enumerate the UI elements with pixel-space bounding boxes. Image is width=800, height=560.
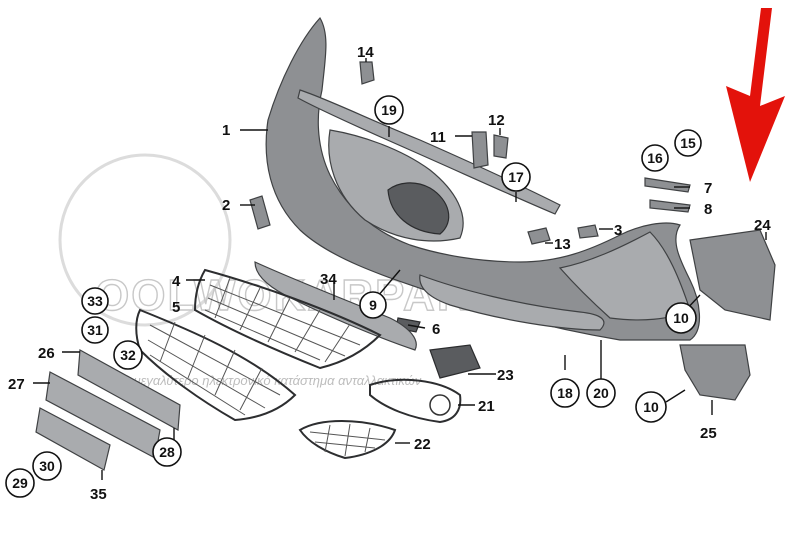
label-24: 24 — [754, 217, 771, 234]
circled-label-28: 28 — [152, 437, 182, 467]
leader-lines — [33, 58, 767, 480]
circled-label-17: 17 — [501, 162, 531, 192]
svg-text:28: 28 — [159, 444, 175, 460]
circled-label-9: 9 — [359, 291, 387, 319]
bracket-25 — [679, 344, 751, 401]
svg-text:33: 33 — [87, 293, 103, 309]
circled-label-15: 15 — [674, 129, 702, 157]
svg-text:10: 10 — [673, 310, 689, 326]
svg-text:17: 17 — [508, 169, 524, 185]
red-down-arrow-icon — [726, 8, 785, 182]
circled-label-16: 16 — [641, 144, 669, 172]
plate-35 — [35, 407, 111, 471]
label-6: 6 — [432, 321, 440, 338]
grille-23 — [429, 344, 481, 379]
plate-26 — [77, 349, 181, 431]
circled-label-19: 19 — [374, 95, 404, 125]
grille-21 — [369, 378, 462, 424]
label-7: 7 — [704, 180, 712, 197]
circled-label-20: 20 — [586, 378, 616, 408]
part-2 — [249, 195, 271, 230]
label-11: 11 — [430, 129, 446, 146]
svg-text:16: 16 — [647, 150, 663, 166]
label-22: 22 — [414, 436, 431, 453]
label-26: 26 — [38, 345, 55, 362]
bracket-11 — [471, 131, 489, 169]
circled-label-31: 31 — [81, 316, 109, 344]
svg-text:18: 18 — [557, 385, 573, 401]
part-3 — [577, 224, 599, 239]
upper-trim-strip — [297, 89, 561, 215]
part-7 — [644, 177, 691, 193]
label-1: 1 — [222, 122, 230, 139]
svg-text:10: 10 — [643, 399, 659, 415]
svg-text:9: 9 — [369, 297, 377, 313]
trim-strip-34 — [254, 261, 417, 351]
grille-22 — [298, 420, 397, 460]
svg-text:32: 32 — [120, 347, 136, 363]
circled-label-30: 30 — [32, 451, 62, 481]
svg-text:30: 30 — [39, 458, 55, 474]
svg-text:15: 15 — [680, 135, 696, 151]
label-12: 12 — [488, 112, 505, 129]
circled-label-29: 29 — [5, 468, 35, 498]
label-3: 3 — [614, 222, 622, 239]
watermark-tagline: το μεγαλύτερο ηλεκτρονικό κατάστημα αντα… — [118, 373, 422, 388]
front-bumper — [265, 16, 701, 341]
grille-4 — [193, 268, 382, 370]
label-27: 27 — [8, 376, 25, 393]
label-35: 35 — [90, 486, 107, 503]
circled-label-10a: 10 — [665, 302, 697, 334]
label-25: 25 — [700, 425, 717, 442]
bracket-14 — [359, 61, 375, 85]
label-2: 2 — [222, 197, 230, 214]
part-8 — [649, 199, 691, 213]
label-34: 34 — [320, 271, 337, 288]
circled-label-10b: 10 — [635, 391, 667, 423]
plain-labels: 1 2 3 4 5 6 7 8 11 12 13 14 23 21 22 24 … — [8, 44, 771, 503]
bracket-24 — [689, 229, 776, 321]
bracket-12 — [493, 134, 509, 159]
circled-labels: 9 10 10 15 16 17 19 20 28 29 30 31 32 33 — [5, 95, 702, 498]
part-13 — [527, 227, 551, 245]
label-5: 5 — [172, 299, 180, 316]
svg-text:20: 20 — [593, 385, 609, 401]
svg-text:19: 19 — [381, 102, 397, 118]
label-13: 13 — [554, 236, 571, 253]
circled-label-32: 32 — [113, 340, 143, 370]
label-23: 23 — [497, 367, 514, 384]
label-14: 14 — [357, 44, 374, 61]
svg-text:29: 29 — [12, 475, 28, 491]
circled-label-33: 33 — [81, 287, 109, 315]
svg-text:31: 31 — [87, 322, 103, 338]
label-21: 21 — [478, 398, 495, 415]
label-4: 4 — [172, 273, 181, 290]
label-8: 8 — [704, 201, 712, 218]
circled-label-18: 18 — [550, 378, 580, 408]
